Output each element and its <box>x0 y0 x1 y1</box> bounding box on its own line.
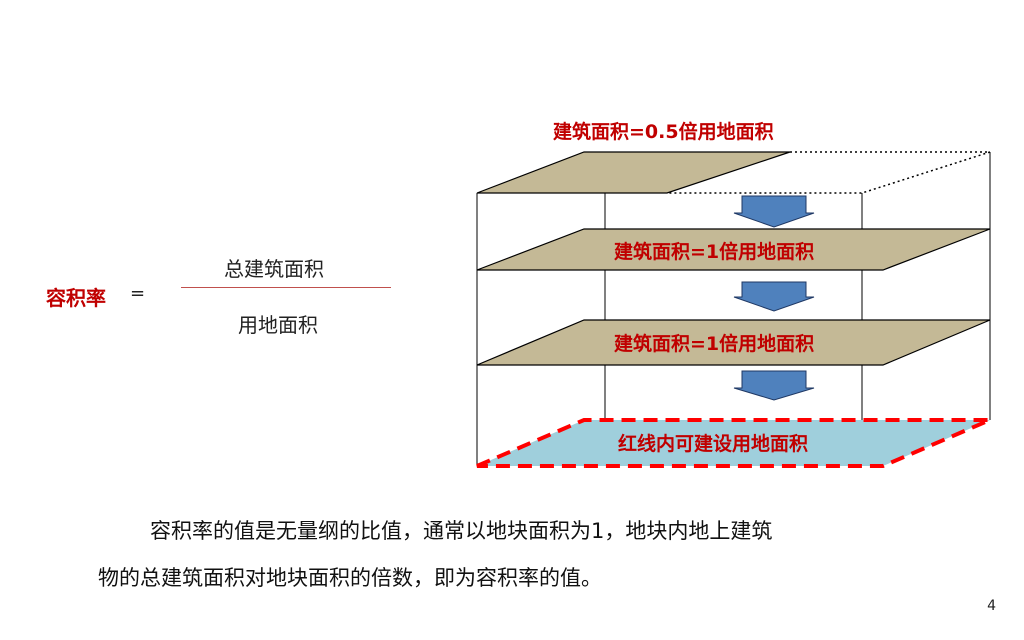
down-arrow-icon <box>733 370 815 401</box>
fraction-numerator: 总建筑面积 <box>224 257 324 281</box>
floor-1-label: 建筑面积=1倍用地面积 <box>614 332 814 355</box>
down-arrow-icon <box>733 281 815 312</box>
top-half-slab <box>476 151 791 194</box>
paragraph-line-2: 物的总建筑面积对地块面积的倍数，即为容积率的值。 <box>98 566 602 590</box>
floor-2-label: 建筑面积=1倍用地面积 <box>614 240 814 263</box>
floor-2-slab <box>476 228 991 271</box>
top-floor-outline-dotted <box>667 151 991 194</box>
equals-sign: = <box>130 283 146 304</box>
page-number: 4 <box>987 598 996 614</box>
site-area-label: 红线内可建设用地面积 <box>618 432 808 455</box>
formula-term-label: 容积率 <box>46 286 106 310</box>
floor-1-slab <box>476 319 991 366</box>
top-floor-label: 建筑面积=0.5倍用地面积 <box>553 120 774 143</box>
fraction-bar <box>181 287 391 288</box>
explanation-paragraph: 容积率的值是无量纲的比值，通常以地块面积为1，地块内地上建筑 物的总建筑面积对地… <box>98 508 938 602</box>
site-boundary <box>476 418 991 468</box>
fraction-denominator: 用地面积 <box>238 313 318 337</box>
down-arrow-icon <box>733 195 815 228</box>
paragraph-line-1: 容积率的值是无量纲的比值，通常以地块面积为1，地块内地上建筑 <box>150 519 773 543</box>
